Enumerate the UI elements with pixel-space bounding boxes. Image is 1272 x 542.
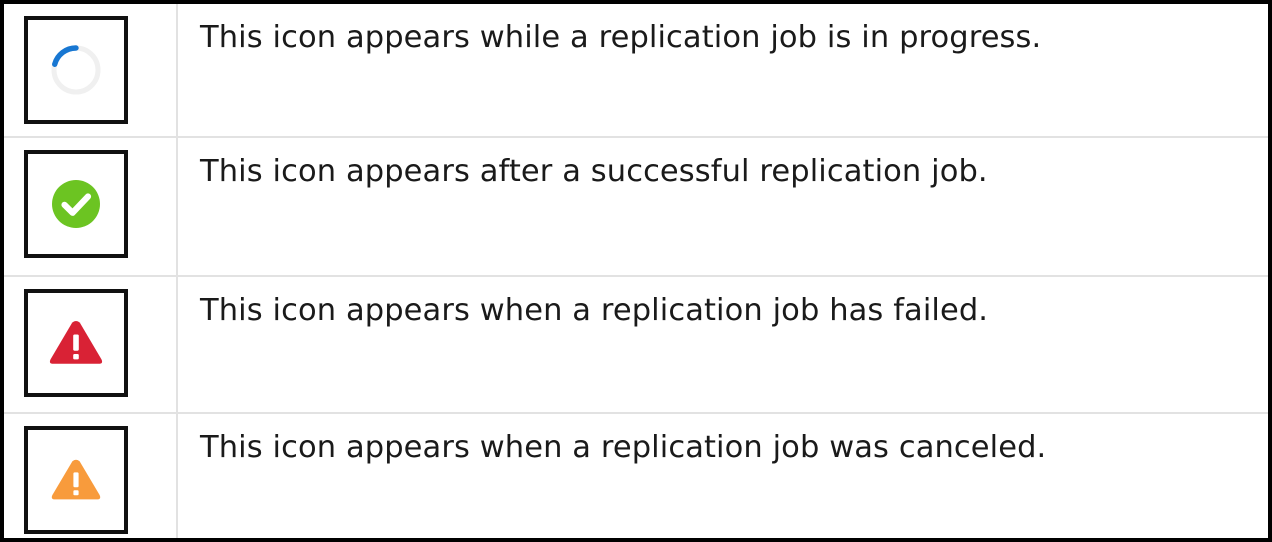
icon-cell xyxy=(4,4,178,136)
row-description: This icon appears when a replication job… xyxy=(200,293,989,328)
row-description: This icon appears while a replication jo… xyxy=(200,20,1042,55)
icon-box xyxy=(24,289,128,397)
table-row: This icon appears when a replication job… xyxy=(4,277,1268,414)
description-cell: This icon appears when a replication job… xyxy=(178,414,1268,538)
table-row: This icon appears when a replication job… xyxy=(4,414,1268,538)
table-row: This icon appears while a replication jo… xyxy=(4,4,1268,138)
icon-box xyxy=(24,426,128,534)
description-cell: This icon appears after a successful rep… xyxy=(178,138,1268,275)
row-description: This icon appears when a replication job… xyxy=(200,430,1047,465)
icon-box xyxy=(24,150,128,258)
replication-canceled-warning-icon xyxy=(51,459,101,500)
row-description: This icon appears after a successful rep… xyxy=(200,154,988,189)
replication-failed-error-icon xyxy=(49,321,103,364)
icon-cell xyxy=(4,138,178,275)
description-cell: This icon appears while a replication jo… xyxy=(178,4,1268,136)
icon-box xyxy=(24,16,128,124)
description-cell: This icon appears when a replication job… xyxy=(178,277,1268,412)
icon-cell xyxy=(4,414,178,538)
replication-in-progress-spinner-icon xyxy=(51,45,101,95)
icon-cell xyxy=(4,277,178,412)
table-row: This icon appears after a successful rep… xyxy=(4,138,1268,277)
replication-success-check-icon xyxy=(52,180,100,228)
